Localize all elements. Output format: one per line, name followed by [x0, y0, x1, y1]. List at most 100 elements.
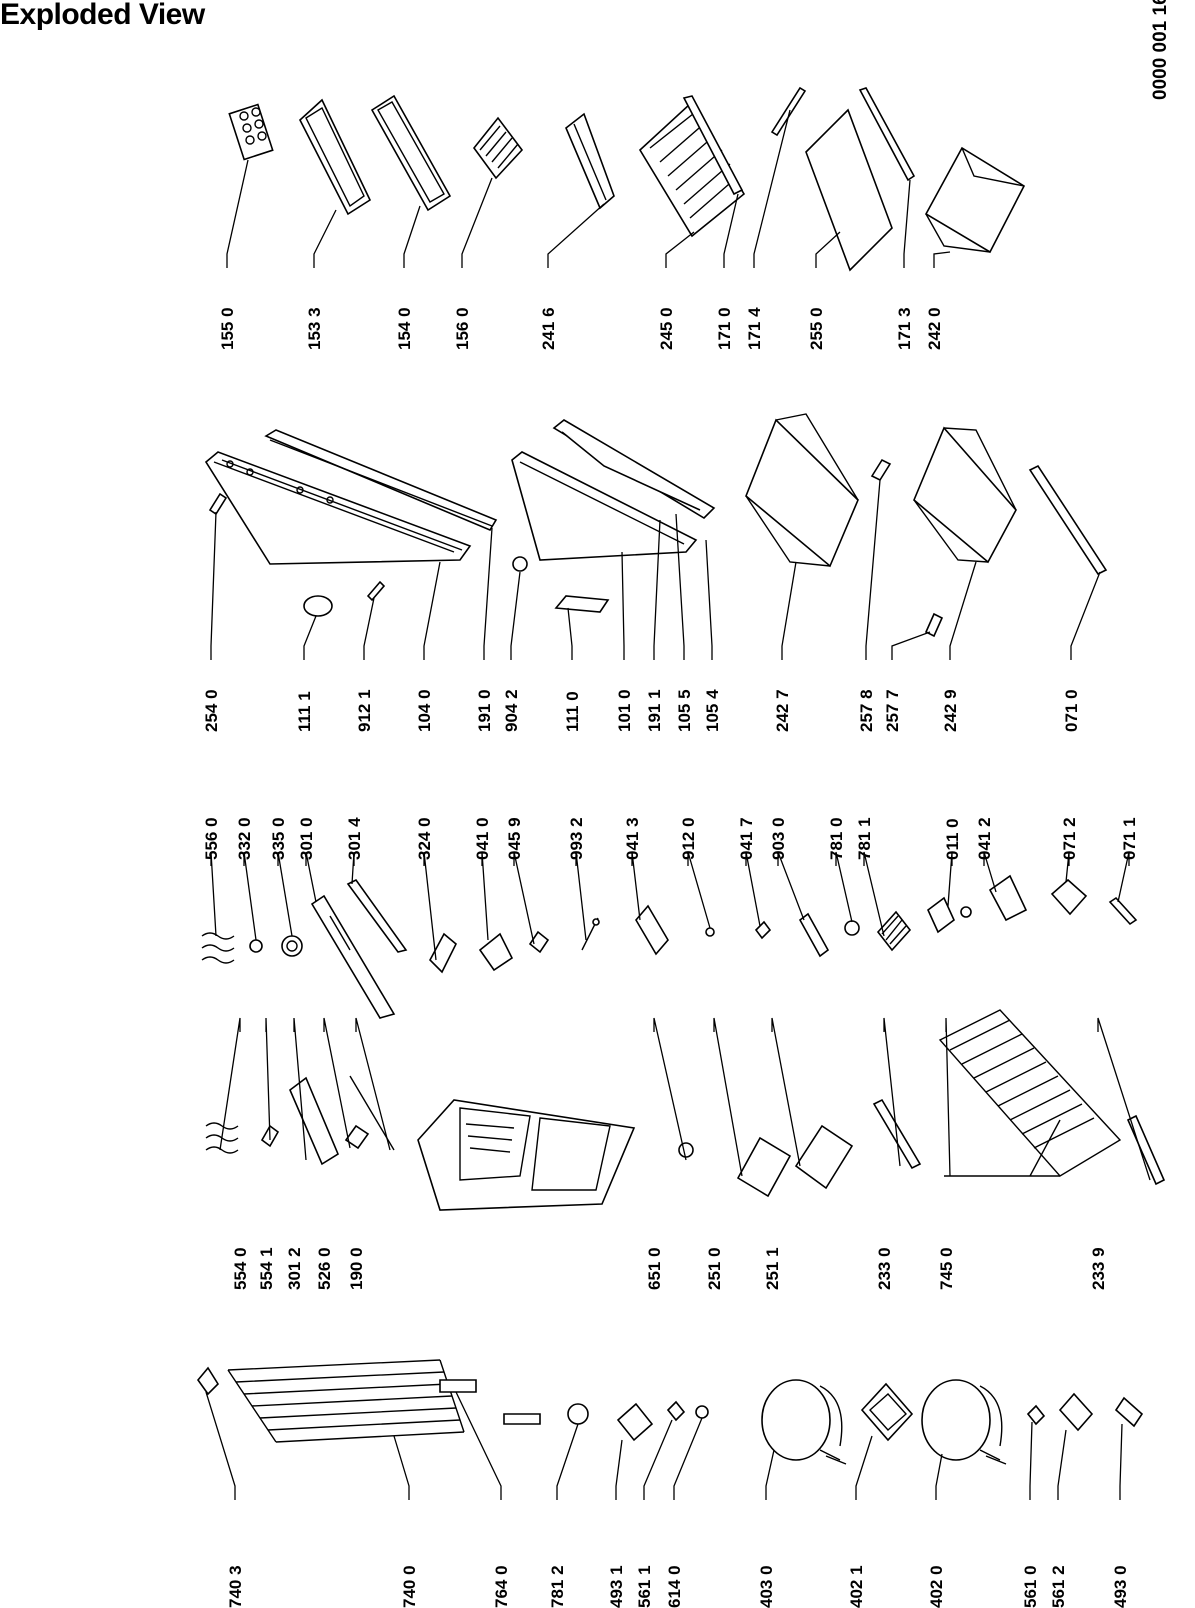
bottle-rack-part: [472, 116, 524, 180]
part-label-561-1: 561 1: [635, 1565, 654, 1608]
part-label-071-2: 071 2: [1060, 817, 1079, 860]
leader-line-554-1: [265, 1017, 271, 1141]
leader-line-191-0: [483, 527, 493, 660]
part-label-301-2: 301 2: [285, 1247, 304, 1290]
leader-line-171-4: [753, 109, 791, 268]
leader-line-105-5: [675, 513, 685, 660]
leader-line-561-2: [1057, 1429, 1067, 1500]
leader-line-561-0: [1029, 1421, 1033, 1500]
leader-line-155-0: [226, 159, 249, 268]
leader-line-402-1: [855, 1435, 873, 1500]
leader-line-561-1: [643, 1419, 673, 1500]
leader-line-045-9: [513, 851, 535, 945]
clip-part-7403: [196, 1366, 220, 1396]
part-label-111-1: 111 1: [295, 691, 314, 732]
hinge-plate-part: [554, 595, 610, 613]
part-label-561-0: 561 0: [1021, 1565, 1040, 1608]
part-label-324-0: 324 0: [415, 817, 434, 860]
clip-part-5611: [666, 1400, 686, 1422]
bracket-part-0410: [478, 932, 514, 972]
leader-line-251-1: [771, 1017, 801, 1167]
kick-plate-part: [1028, 464, 1108, 576]
part-label-155-0: 155 0: [218, 307, 237, 350]
leader-line-245-0: [665, 231, 695, 268]
part-label-153-3: 153 3: [305, 307, 324, 350]
leader-line-011-0: [947, 851, 953, 907]
part-label-255-0: 255 0: [807, 307, 826, 350]
part-label-105-4: 105 4: [703, 689, 722, 732]
pin-part-0459: [528, 930, 550, 954]
part-label-781-0: 781 0: [827, 817, 846, 860]
leader-line-912-0: [687, 851, 711, 929]
leader-line-071-1: [1117, 851, 1130, 903]
part-label-651-0: 651 0: [645, 1247, 664, 1290]
part-label-257-7: 257 7: [883, 689, 902, 732]
spring-part: [201, 932, 235, 964]
fuse-block-part: [344, 1124, 370, 1150]
part-label-554-0: 554 0: [231, 1247, 250, 1290]
leader-line-257-8: [865, 479, 881, 660]
part-label-332-0: 332 0: [235, 817, 254, 860]
part-label-071-0: 071 0: [1062, 689, 1081, 732]
part-label-191-1: 191 1: [645, 689, 664, 732]
hinge-part-0412: [988, 874, 1028, 922]
leader-line-764-0: [455, 1391, 502, 1500]
leader-line-242-9: [949, 561, 977, 660]
bar-part-9030: [798, 912, 830, 958]
leader-line-403-0: [765, 1449, 775, 1500]
leader-line-171-3: [903, 179, 911, 268]
part-label-402-0: 402 0: [927, 1565, 946, 1608]
leader-line-233-0: [883, 1017, 901, 1167]
overload-part-4931: [616, 1402, 654, 1442]
lower-door-part: [511, 451, 698, 561]
thermostat-part: [429, 932, 457, 974]
part-label-904-2: 904 2: [502, 689, 521, 732]
leader-line-993-2: [575, 851, 587, 941]
screw-part: [366, 580, 386, 602]
part-label-071-1: 071 1: [1120, 817, 1139, 860]
leader-line-526-0: [323, 1017, 351, 1149]
part-label-011-0: 011 0: [943, 818, 962, 860]
cover-part-3012: [289, 1076, 340, 1166]
leader-line-402-0: [935, 1453, 943, 1500]
leader-line-903-0: [777, 851, 805, 921]
panel-trim-part: [346, 878, 408, 953]
part-label-254-0: 254 0: [202, 689, 221, 732]
screw-part-9120: [705, 927, 715, 937]
leader-line-241-6: [547, 203, 605, 268]
grommet-part-6140: [695, 1405, 709, 1419]
bracket-part-0413: [635, 904, 669, 956]
part-label-402-1: 402 1: [847, 1565, 866, 1608]
leader-line-171-0: [723, 193, 739, 268]
part-label-245-0: 245 0: [657, 307, 676, 350]
leader-line-614-0: [673, 1417, 703, 1500]
dial-part: [281, 935, 303, 957]
wire-shelf-part: [638, 102, 746, 238]
leader-lines: [205, 109, 1151, 1500]
freezer-drawer-part: [913, 426, 1017, 564]
lower-door-gasket-part: [552, 419, 716, 520]
part-label-614-0: 614 0: [665, 1565, 684, 1608]
part-label-251-0: 251 0: [705, 1247, 724, 1290]
part-label-740-3: 740 3: [226, 1565, 245, 1608]
part-label-764-0: 764 0: [492, 1565, 511, 1608]
leader-line-745-0: [945, 1017, 951, 1177]
part-label-781-1: 781 1: [855, 817, 874, 860]
leader-line-156-0: [461, 177, 493, 268]
part-label-554-1: 554 1: [257, 1247, 276, 1290]
part-label-156-0: 156 0: [453, 307, 472, 350]
part-label-233-9: 233 9: [1089, 1247, 1108, 1290]
leader-line-781-0: [835, 851, 853, 923]
part-label-912-0: 912 0: [679, 817, 698, 860]
upper-door-part: [204, 451, 472, 565]
part-label-171-3: 171 3: [895, 307, 914, 350]
part-label-111-0: 111 0: [563, 691, 582, 732]
leader-line-651-0: [653, 1017, 687, 1161]
terminal-part-5612: [1058, 1392, 1094, 1432]
condenser-part: [938, 1009, 1122, 1177]
filter-part-2: [503, 1413, 541, 1425]
leader-line-041-3: [631, 851, 641, 921]
leader-line-154-0: [403, 205, 421, 268]
door-shelf-part-1533: [299, 98, 372, 216]
